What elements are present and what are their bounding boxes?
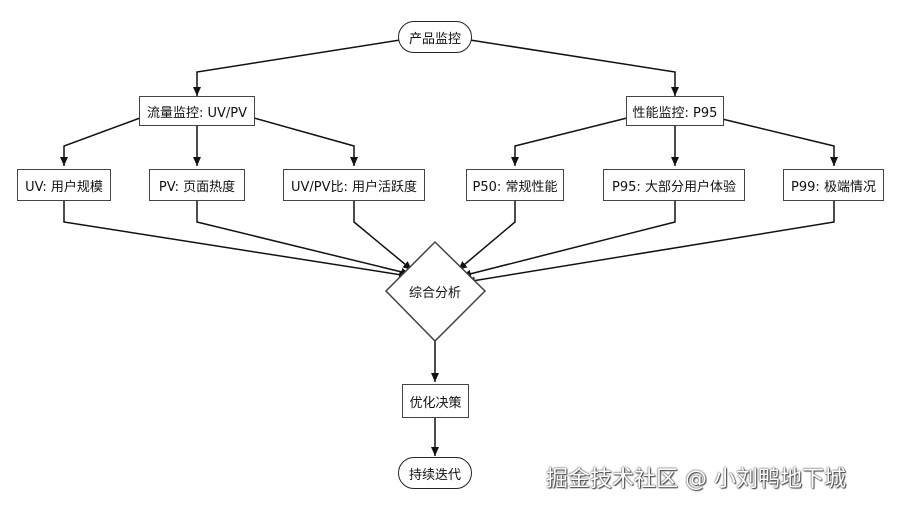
uv-pv-ratio-node: UV/PV比: 用户活跃度 — [283, 169, 425, 201]
end-node: 持续迭代 — [398, 457, 472, 489]
edge-uv-to-analysis — [63, 201, 409, 279]
uv-node: UV: 用户规模 — [17, 169, 111, 201]
decision-diamond-shape — [384, 240, 487, 343]
p50-node: P50: 常规性能 — [466, 169, 564, 201]
edge-traffic-to-ratio — [253, 117, 358, 166]
edge-pv-to-analysis — [196, 201, 411, 276]
decision-node: 优化决策 — [402, 384, 469, 418]
edge-root-to-traffic — [193, 39, 401, 96]
p95-node: P95: 大部分用户体验 — [603, 169, 745, 201]
p99-node: P99: 极端情况 — [783, 169, 884, 201]
traffic-monitor-node: 流量监控: UV/PV — [139, 96, 255, 126]
root-node: 产品监控 — [398, 21, 472, 53]
edge-perf-to-p99 — [717, 117, 838, 166]
analysis-node-label: 综合分析 — [408, 285, 461, 301]
edge-p95-to-analysis — [461, 201, 676, 278]
edge-perf-to-p50 — [511, 117, 628, 166]
edge-p99-to-analysis — [465, 201, 835, 285]
edge-traffic-to-uv — [60, 117, 141, 166]
pv-node: PV: 页面热度 — [149, 169, 245, 201]
edge-root-to-perf — [469, 39, 679, 96]
watermark: 掘金技术社区 @ 小刘鸭地下城 — [546, 467, 846, 492]
edge-p50-to-analysis — [457, 201, 516, 271]
performance-monitor-node: 性能监控: P95 — [626, 96, 724, 126]
edge-ratio-to-analysis — [353, 201, 413, 271]
